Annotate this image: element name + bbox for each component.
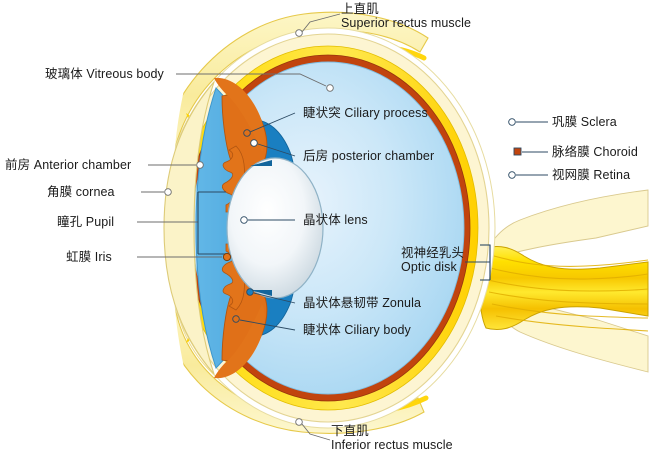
label-iris-en: Iris [94,250,112,264]
label-inferior-rectus-muscle-en: Inferior rectus muscle [331,438,453,453]
label-lens: 晶状体 lens [303,212,368,228]
label-superior-rectus-muscle-cn: 上直肌 [341,1,379,16]
label-pupil-en: Pupil [85,215,115,229]
label-sclera-cn: 巩膜 [552,114,578,129]
label-pupil-cn: 瞳孔 [57,214,83,229]
label-ciliary-process-en: Ciliary process [344,106,428,120]
label-sclera: 巩膜 Sclera [552,114,617,130]
label-sclera-en: Sclera [580,115,617,129]
label-ciliary-body-en: Ciliary body [344,323,411,337]
label-cornea-en: cornea [75,185,115,199]
optic-nerve-shape [478,189,649,373]
label-posterior-chamber-cn: 后房 [303,148,329,163]
label-retina-cn: 视网膜 [552,167,590,182]
label-iris-cn: 虹膜 [66,249,92,264]
label-posterior-chamber-en: posterior chamber [331,149,435,163]
label-zonula-en: Zonula [382,296,422,310]
label-superior-rectus-muscle-en: Superior rectus muscle [341,16,472,31]
label-lens-en: lens [344,213,368,227]
label-ciliary-process: 睫状突 Ciliary process [303,105,428,121]
label-vitreous-body-en: Vitreous body [86,67,164,81]
label-inferior-rectus-muscle: 下直肌 Inferior rectus muscle [331,423,453,453]
zonula-fibers [250,160,272,296]
label-posterior-chamber: 后房 posterior chamber [303,148,434,164]
label-choroid-cn: 脉络膜 [552,144,590,159]
label-anterior-chamber-cn: 前房 [5,157,31,172]
label-ciliary-body: 睫状体 Ciliary body [303,322,411,338]
leader-lines [137,13,548,441]
label-retina: 视网膜 Retina [552,167,630,183]
label-cornea-cn: 角膜 [47,184,73,199]
label-optic-disk-cn: 视神经乳头 [401,245,465,260]
label-anterior-chamber-en: Anterior chamber [33,158,132,172]
label-ciliary-process-cn: 睫状突 [303,105,341,120]
label-anterior-chamber: 前房 Anterior chamber [5,157,131,173]
label-optic-disk-en: Optic disk [401,260,457,275]
label-inferior-rectus-muscle-cn: 下直肌 [331,423,369,438]
label-pupil: 瞳孔 Pupil [57,214,114,230]
label-choroid-en: Choroid [593,145,638,159]
label-zonula: 晶状体悬韧带 Zonula [303,295,421,311]
label-lens-cn: 晶状体 [303,212,341,227]
label-cornea: 角膜 cornea [47,184,115,200]
cornea-shape [163,81,215,375]
label-optic-disk: 视神经乳头 Optic disk [401,245,465,275]
label-choroid: 脉络膜 Choroid [552,144,638,160]
label-vitreous-body-cn: 玻璃体 [45,66,83,81]
label-retina-en: Retina [593,168,631,182]
label-ciliary-body-cn: 睫状体 [303,322,341,337]
label-superior-rectus-muscle: 上直肌 Superior rectus muscle [341,1,472,31]
label-iris: 虹膜 Iris [66,249,112,265]
label-vitreous-body: 玻璃体 Vitreous body [45,66,164,82]
label-zonula-cn: 晶状体悬韧带 [303,295,379,310]
